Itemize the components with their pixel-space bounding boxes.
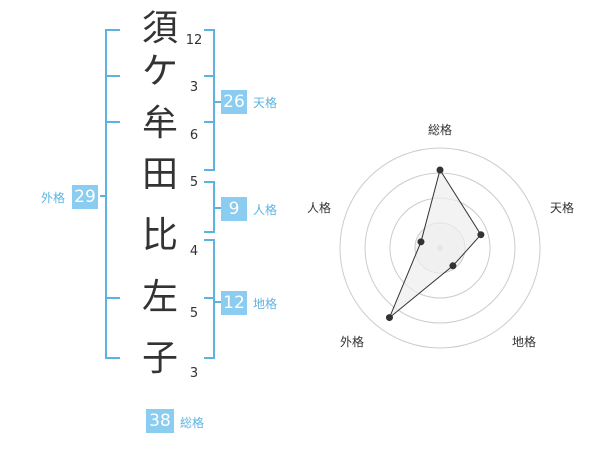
jinkaku-label: 人格 xyxy=(253,203,278,217)
tenkaku-value: 26 xyxy=(221,90,247,114)
gaikaku-value: 29 xyxy=(72,185,98,209)
radar-point-3 xyxy=(449,262,457,270)
stroke-count-3: 6 xyxy=(189,128,199,143)
radar-point-2 xyxy=(477,231,485,239)
tenkaku-label: 天格 xyxy=(253,96,278,110)
radar-point-5 xyxy=(417,238,425,246)
name-char-1: 須 xyxy=(141,8,178,49)
name-char-5: 比 xyxy=(141,215,178,256)
soukaku-value: 38 xyxy=(146,409,174,433)
stroke-count-6: 5 xyxy=(189,306,199,321)
radar-data-polygon xyxy=(389,168,482,318)
chikaku-label: 地格 xyxy=(253,297,278,311)
stroke-count-4: 5 xyxy=(189,175,199,190)
name-char-2: ケ xyxy=(141,51,178,92)
radar-chart xyxy=(339,147,541,349)
name-char-3: 牟 xyxy=(141,103,178,144)
radar-label-chikaku: 地格 xyxy=(511,335,536,349)
tenkaku-bracket xyxy=(204,29,215,171)
radar-label-tenkaku: 天格 xyxy=(549,201,574,215)
radar-label-gaikaku: 外格 xyxy=(339,335,364,349)
gaikaku-bracket xyxy=(105,29,120,359)
radar-point-4 xyxy=(385,314,393,322)
name-char-7: 子 xyxy=(141,338,178,379)
radar-label-soukaku: 総格 xyxy=(427,123,452,137)
stroke-count-5: 4 xyxy=(189,244,199,259)
radar-point-1 xyxy=(436,166,444,174)
radar-label-jinkaku: 人格 xyxy=(306,201,331,215)
jinkaku-value: 9 xyxy=(221,197,247,221)
stroke-count-1: 12 xyxy=(185,33,203,48)
name-char-6: 左 xyxy=(141,277,178,318)
soukaku-label: 総格 xyxy=(180,416,205,430)
gaikaku-label: 外格 xyxy=(41,191,66,205)
name-char-4: 田 xyxy=(141,154,178,195)
jinkaku-bracket xyxy=(204,181,215,233)
stroke-count-2: 3 xyxy=(189,80,199,95)
stroke-count-7: 3 xyxy=(189,366,199,381)
chikaku-value: 12 xyxy=(221,291,247,315)
